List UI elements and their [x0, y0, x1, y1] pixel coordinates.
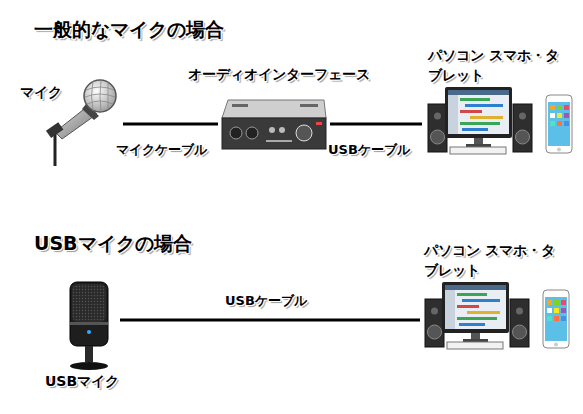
- device-label: USBマイク: [45, 371, 119, 391]
- device-label: オーディオインターフェース: [188, 64, 370, 84]
- cable-line: [330, 123, 422, 126]
- interface-node: オーディオインターフェース: [218, 64, 330, 154]
- section-heading: USBマイクの場合: [34, 231, 192, 255]
- computer-node: パソコン スマホ・タブレット: [422, 45, 580, 157]
- cable-label: USBケーブル: [328, 141, 410, 159]
- cable-label: マイクケーブル: [116, 141, 207, 159]
- computer-and-phone: [425, 282, 569, 349]
- section-heading: 一般的なマイクの場合: [34, 17, 224, 41]
- usb-mic-node: USBマイク: [45, 276, 120, 388]
- cable-line: [120, 319, 420, 322]
- computer-node: パソコン スマホ・タブレット: [420, 240, 580, 352]
- cable-line: [123, 123, 218, 126]
- audio-interface: [222, 100, 326, 149]
- device-label: パソコン スマホ・タブレット: [428, 45, 563, 85]
- usb-mic: [70, 282, 108, 370]
- computer-and-phone: [428, 87, 572, 154]
- device-label: パソコン スマホ・タブレット: [424, 240, 559, 280]
- device-label: マイク: [20, 82, 62, 102]
- mic-node: マイク: [18, 80, 123, 168]
- cable-label: USBケーブル: [225, 292, 307, 310]
